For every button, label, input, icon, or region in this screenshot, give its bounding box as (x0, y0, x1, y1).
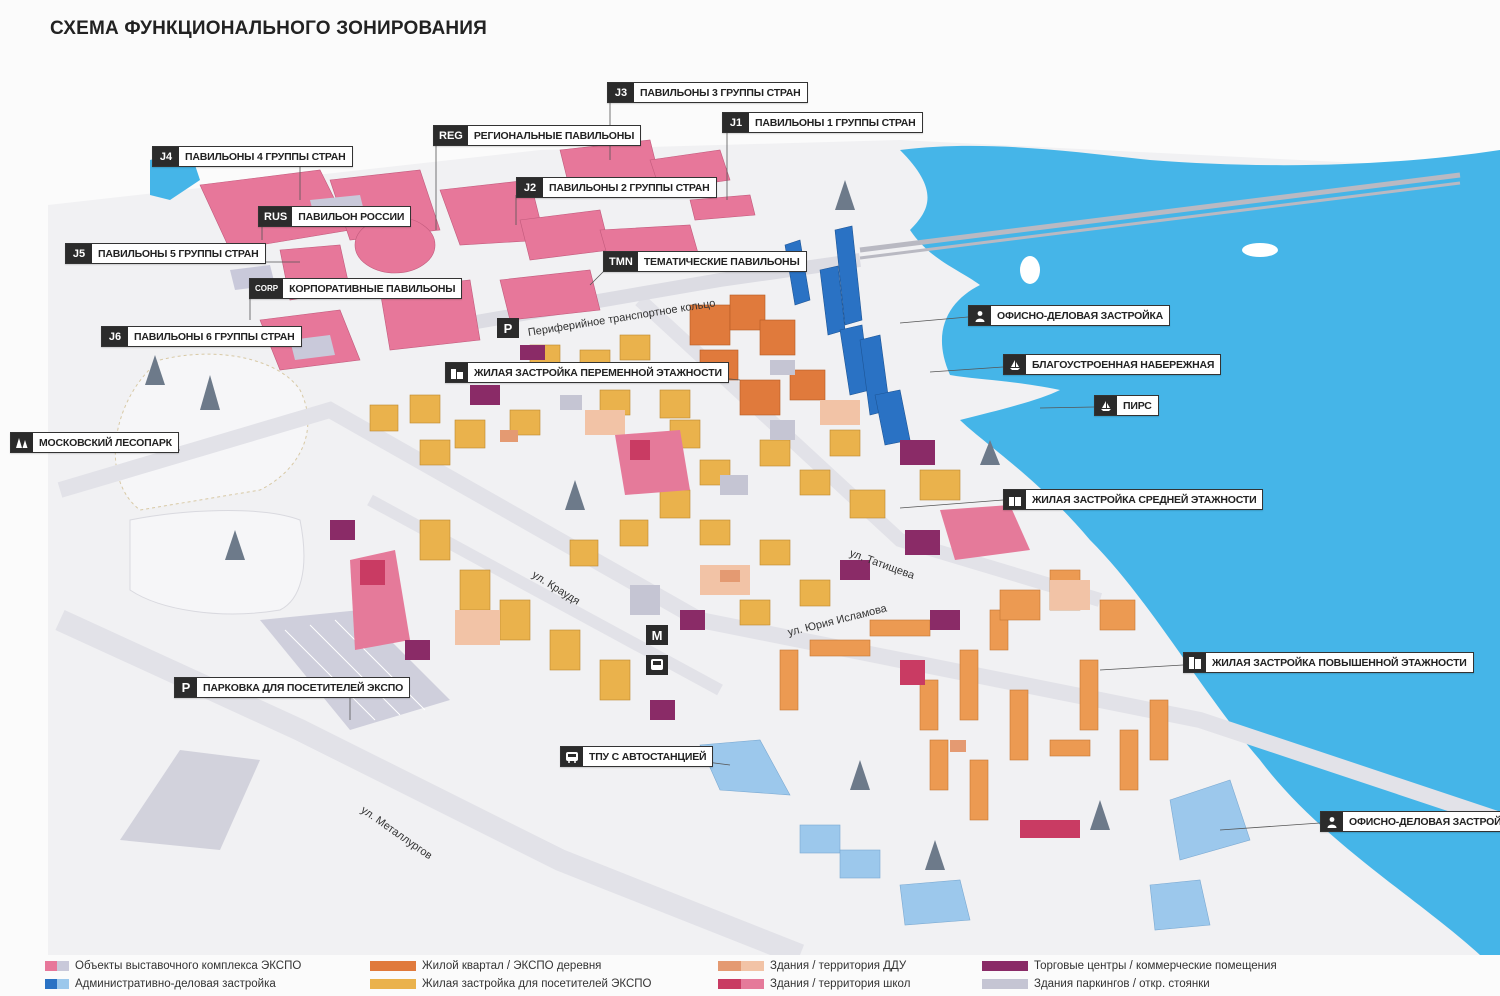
forest-park-south (129, 510, 305, 615)
boat-icon (1004, 355, 1026, 374)
callout-office-south: ОФИСНО-ДЕЛОВАЯ ЗАСТРОЙКА (1320, 811, 1500, 832)
callout-corp: CORP КОРПОРАТИВНЫЕ ПАВИЛЬОНЫ (249, 278, 463, 299)
legend-item-parking: Здания паркингов / откр. стоянки (982, 976, 1210, 992)
road-metallurgov (55, 610, 805, 955)
legend-swatch (982, 961, 1028, 971)
bridge (859, 172, 1461, 253)
callout-j1: J1 ПАВИЛЬОНЫ 1 ГРУППЫ СТРАН (722, 112, 923, 133)
callout-j6: J6 ПАВИЛЬОНЫ 6 ГРУППЫ СТРАН (101, 326, 302, 347)
callout-highrise-housing: ЖИЛАЯ ЗАСТРОЙКА ПОВЫШЕННОЙ ЭТАЖНОСТИ (1183, 652, 1474, 673)
legend-item-expo: Объекты выставочного комплекса ЭКСПО (45, 958, 301, 974)
callout-j2: J2 ПАВИЛЬОНЫ 2 ГРУППЫ СТРАН (516, 177, 717, 198)
legend-item-admin: Административно-деловая застройка (45, 976, 276, 992)
parking-buildings (560, 360, 795, 615)
callout-office-north: ОФИСНО-ДЕЛОВАЯ ЗАСТРОЙКА (968, 305, 1171, 326)
callout-reg: REG РЕГИОНАЛЬНЫЕ ПАВИЛЬОНЫ (433, 125, 642, 146)
building-icon (446, 363, 468, 382)
tree-icons (145, 180, 1110, 870)
map-canvas: P M (55, 100, 1500, 955)
legend-swatch (370, 961, 416, 971)
legend-item-expo-village: Жилой квартал / ЭКСПО деревня (370, 958, 601, 974)
metro-marker-text: M (652, 628, 663, 643)
legend-swatch (45, 961, 69, 971)
legend-swatch (45, 979, 69, 989)
callout-j3: J3 ПАВИЛЬОНЫ 3 ГРУППЫ СТРАН (607, 82, 808, 103)
legend-swatch (370, 979, 416, 989)
callout-embankment: БЛАГОУСТРОЕННАЯ НАБЕРЕЖНАЯ (1003, 354, 1222, 375)
callout-tmn: TMN ТЕМАТИЧЕСКИЕ ПАВИЛЬОНЫ (603, 251, 807, 272)
legend-swatch (982, 979, 1028, 989)
callout-forest-park: МОСКОВСКИЙ ЛЕСОПАРК (10, 432, 179, 453)
bus-icon (561, 747, 583, 766)
admin-light-buildings (699, 739, 1251, 931)
bus-marker (646, 655, 668, 675)
legend-item-school: Здания / территория школ (718, 976, 910, 992)
callout-bus-station: ТПУ С АВТОСТАНЦИЕЙ (560, 746, 714, 767)
callout-j5: J5 ПАВИЛЬОНЫ 5 ГРУППЫ СТРАН (65, 243, 266, 264)
legend: Объекты выставочного комплекса ЭКСПО Адм… (0, 955, 1500, 996)
page-title: СХЕМА ФУНКЦИОНАЛЬНОГО ЗОНИРОВАНИЯ (50, 18, 487, 39)
tree-icon (11, 433, 33, 452)
boat-icon (1095, 396, 1117, 415)
island (1242, 243, 1278, 257)
river-water (900, 145, 1500, 955)
parking-marker-text: P (504, 321, 513, 336)
legend-item-visitor-housing: Жилая застройка для посетителей ЭКСПО (370, 976, 652, 992)
building-icon (1004, 490, 1026, 509)
office-person-icon (1321, 812, 1343, 831)
parking-marker: P (497, 318, 519, 338)
callout-rus: RUS ПАВИЛЬОН РОССИИ (258, 206, 412, 227)
legend-swatch (718, 961, 764, 971)
kindergarten-buildings (500, 430, 966, 752)
callout-medium-housing: ЖИЛАЯ ЗАСТРОЙКА СРЕДНЕЙ ЭТАЖНОСТИ (1003, 489, 1264, 510)
office-person-icon (969, 306, 991, 325)
legend-swatch (718, 979, 764, 989)
commercial-buildings (330, 345, 960, 720)
callout-pier: ПИРС (1094, 395, 1159, 416)
legend-item-kindergarten: Здания / территория ДДУ (718, 958, 906, 974)
callout-variable-height-housing: ЖИЛАЯ ЗАСТРОЙКА ПЕРЕМЕННОЙ ЭТАЖНОСТИ (445, 362, 729, 383)
school-buildings (360, 440, 1080, 838)
callout-visitor-parking: P ПАРКОВКА ДЛЯ ПОСЕТИТЕЛЕЙ ЭКСПО (174, 677, 411, 698)
parking-lots-south (120, 750, 260, 850)
parking-icon: P (175, 678, 197, 697)
metro-marker: M (646, 625, 668, 645)
kindergarten-sites (455, 400, 1090, 645)
legend-item-commercial: Торговые центры / коммерческие помещения (982, 958, 1277, 974)
island (1020, 256, 1040, 284)
callout-j4: J4 ПАВИЛЬОНЫ 4 ГРУППЫ СТРАН (152, 146, 353, 167)
building-icon (1184, 653, 1206, 672)
